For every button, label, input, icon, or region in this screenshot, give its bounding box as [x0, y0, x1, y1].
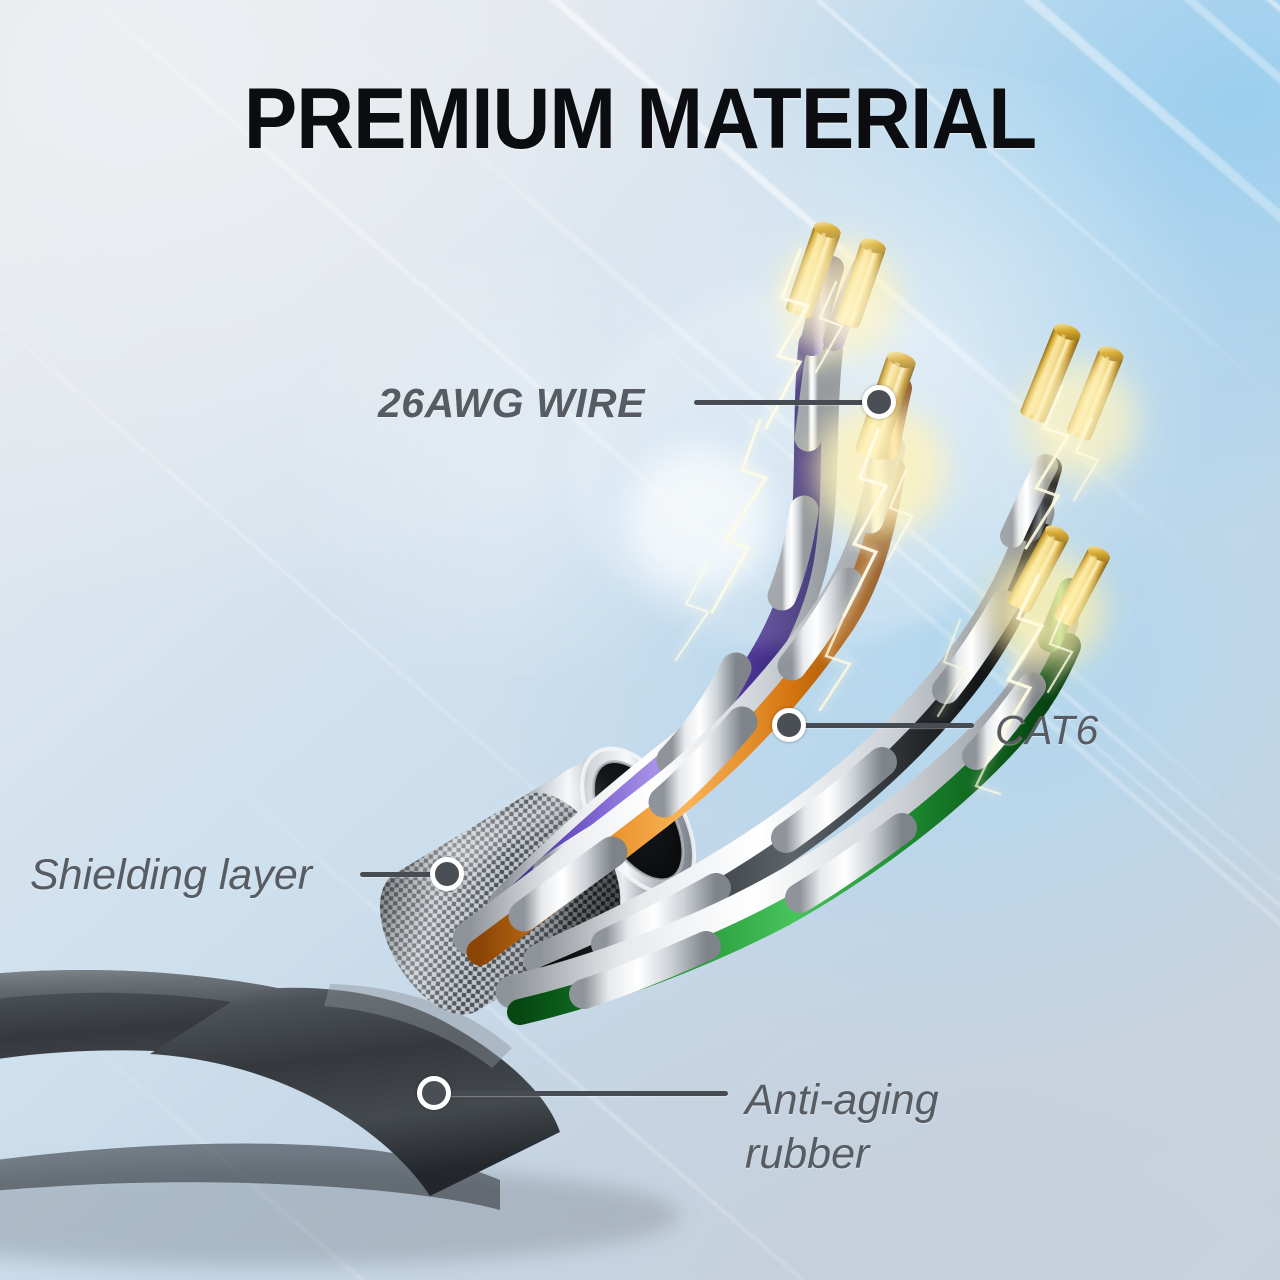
- callout-leader-anti-aging-rubber: [450, 1091, 728, 1096]
- callout-leader-26awg-wire: [694, 400, 872, 405]
- callout-marker-26awg-wire[interactable]: [862, 385, 896, 419]
- callout-marker-shielding-layer[interactable]: [430, 857, 464, 891]
- callout-marker-anti-aging-rubber[interactable]: [417, 1076, 451, 1110]
- jacket-neck: [150, 984, 560, 1196]
- page-title: PREMIUM MATERIAL: [243, 71, 1037, 167]
- callout-label-cat6: CAT6: [995, 707, 1099, 753]
- callout-marker-cat6[interactable]: [772, 708, 806, 742]
- callout-label-shielding-layer: Shielding layer: [30, 851, 313, 899]
- callout-label-26awg-wire: 26AWG WIRE: [378, 380, 645, 426]
- center-glow: [570, 290, 1030, 650]
- callout-leader-shielding-layer: [360, 872, 452, 877]
- callout-leader-cat6: [802, 723, 974, 728]
- callout-label-anti-aging-rubber: Anti-aging rubber: [745, 1076, 939, 1178]
- cable-shadow: [0, 1163, 680, 1267]
